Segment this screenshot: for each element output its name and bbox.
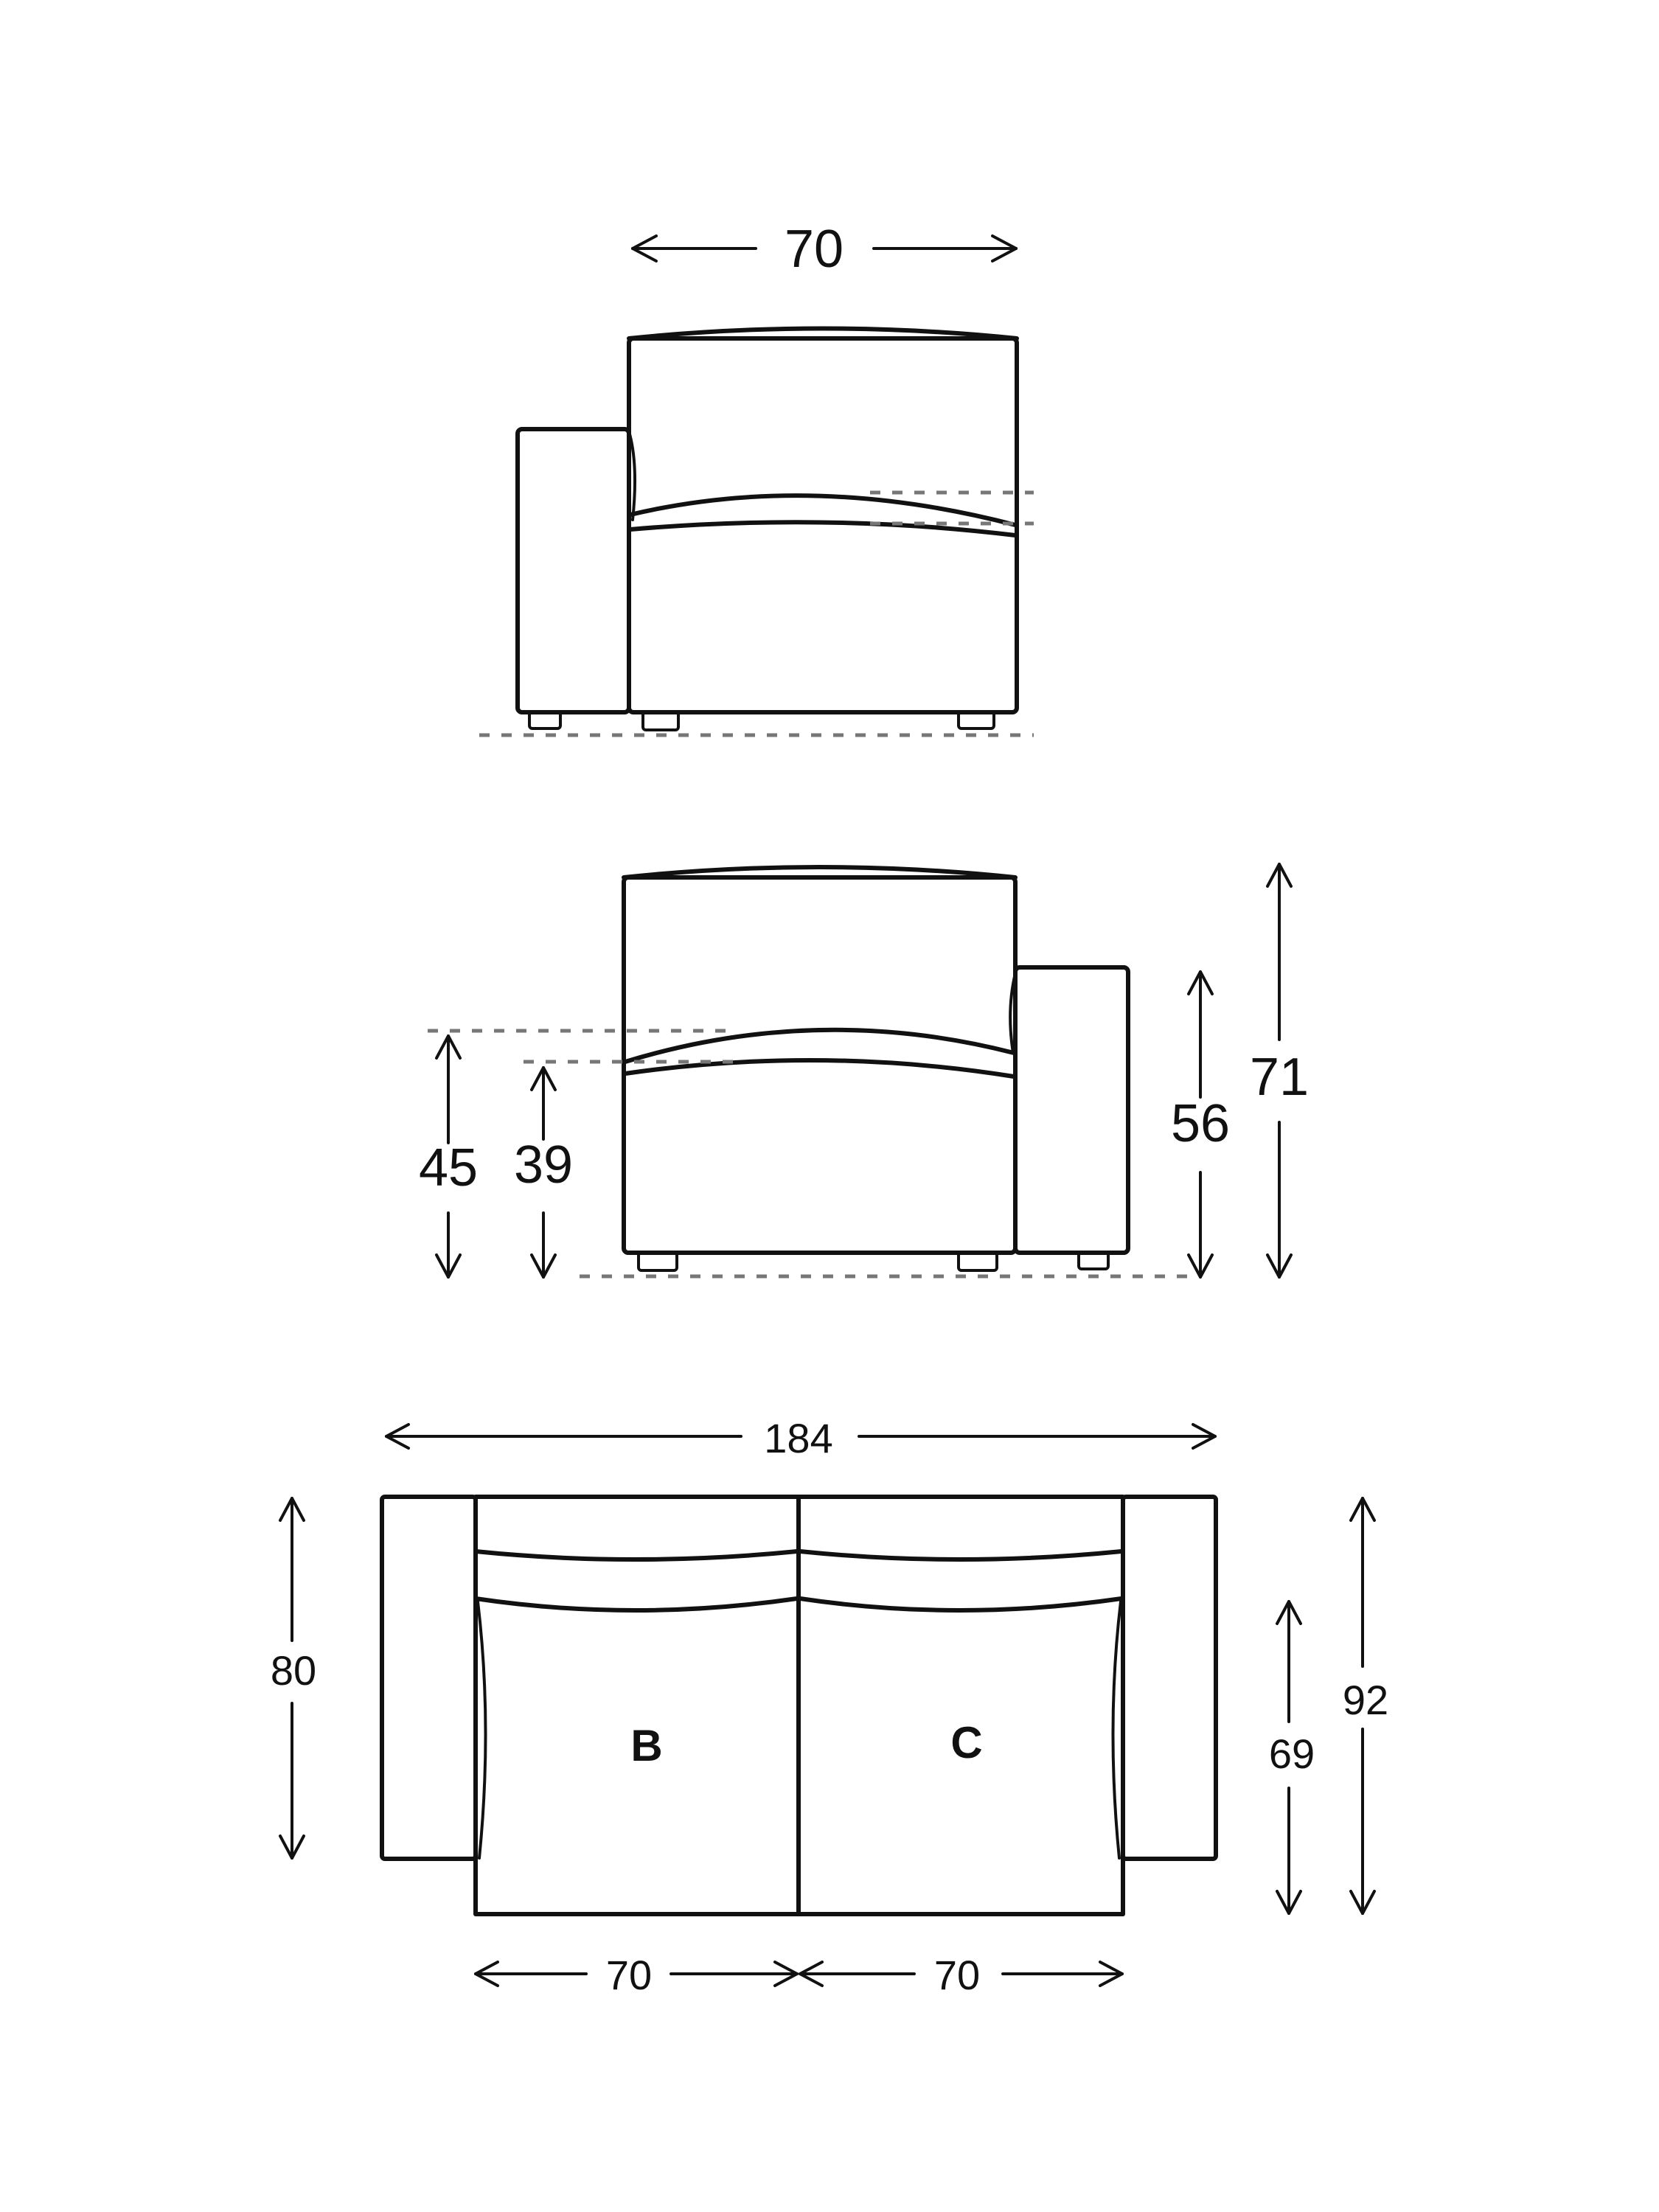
foot [637,1251,678,1272]
svg-text:70: 70 [934,1952,980,1998]
backrest-top [627,326,1019,341]
seat-cushion-top [623,1027,1016,1064]
foot [1077,1251,1110,1270]
svg-text:56: 56 [1171,1094,1230,1153]
armrest-bulge [1009,972,1017,1054]
module-c-label: C [950,1718,982,1767]
seat-depth-dimension: 69 [1269,1600,1315,1915]
module-b-width-dimension: 70 [474,1952,799,1998]
arm-height-dimension: 56 [1171,970,1230,1279]
front-view-right-arm: 45 39 56 71 [419,863,1309,1279]
width-dimension-arrow: 70 [631,220,1018,279]
module-b-label: B [630,1721,662,1770]
foot [641,711,680,731]
foot [957,711,995,730]
backrest-top [622,865,1018,880]
armrest-bulge [627,430,637,521]
armrest [515,427,631,714]
svg-text:45: 45 [419,1138,478,1197]
width-label: 70 [785,220,844,279]
module-c-width-dimension: 70 [799,1952,1124,1998]
total-depth-dimension: 92 [1343,1497,1388,1915]
svg-text:39: 39 [514,1135,573,1194]
armrest [1013,965,1130,1255]
svg-text:71: 71 [1250,1048,1309,1107]
right-armrest [1121,1495,1218,1861]
svg-text:184: 184 [764,1415,832,1461]
foot [957,1251,998,1272]
total-height-dimension: 71 [1250,863,1309,1279]
total-width-dimension: 184 [385,1415,1217,1461]
plan-view: 184 B C 80 69 [271,1415,1388,1998]
seat-module-c [796,1495,1125,1916]
front-view-left-arm: 70 [479,220,1034,737]
arm-depth-dimension: 80 [271,1497,316,1860]
svg-text:70: 70 [606,1952,652,1998]
seat-front-height-dimension: 39 [514,1066,573,1279]
svg-text:69: 69 [1269,1731,1315,1777]
svg-text:80: 80 [271,1647,316,1694]
seat-cushion-front [628,520,1018,538]
seat-height-dimension: 45 [419,1034,478,1279]
seat-cushion-front [623,1057,1016,1079]
seat-cushion-top [628,493,1018,527]
svg-text:92: 92 [1343,1677,1388,1723]
foot [528,711,562,730]
left-armrest [380,1495,478,1861]
